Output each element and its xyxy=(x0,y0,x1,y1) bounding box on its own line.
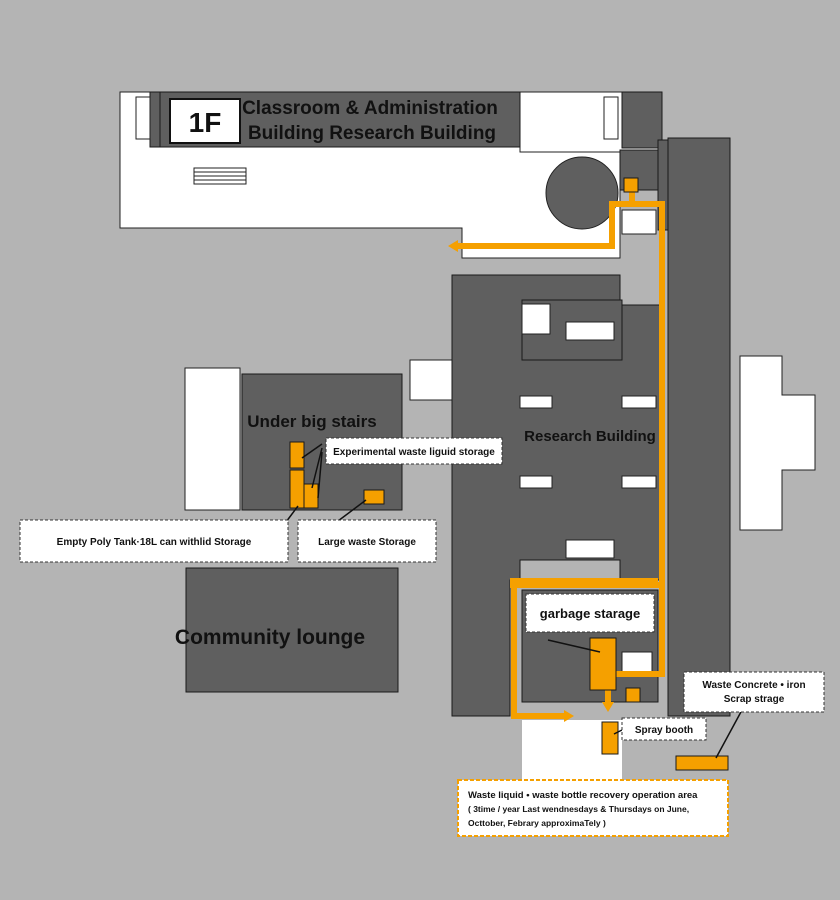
callout-recovery-line1: Waste liquid • waste bottle recovery ope… xyxy=(468,790,698,801)
callout-garbage-storage: garbage starage xyxy=(525,593,655,633)
building-title-line2: Building Research Building xyxy=(248,123,496,144)
community-lounge-label: Community lounge xyxy=(175,626,365,649)
callout-recovery-line3: Octtober, Febrary approximaTely ) xyxy=(468,818,606,828)
callout-waste-concrete-line1: Waste Concrete • iron xyxy=(702,680,805,691)
callout-garbage-storage-text: garbage starage xyxy=(540,606,640,621)
callout-empty-poly-tank: Empty Poly Tank·18L can withlid Storage xyxy=(19,519,289,563)
floor-badge xyxy=(169,98,241,144)
callout-recovery-area: Waste liquid • waste bottle recovery ope… xyxy=(457,779,729,837)
callout-large-waste-text: Large waste Storage xyxy=(318,537,416,548)
callout-waste-concrete: Waste Concrete • iron Scrap strage xyxy=(683,671,825,713)
research-building-label: Research Building xyxy=(524,428,656,445)
callout-large-waste: Large waste Storage xyxy=(297,519,437,563)
floor-badge-text: 1F xyxy=(189,107,222,138)
route-arrow-west xyxy=(448,240,458,252)
callout-empty-poly-tank-text: Empty Poly Tank·18L can withlid Storage xyxy=(57,537,252,548)
callout-spray-booth-text: Spray booth xyxy=(635,725,693,736)
leader-lines xyxy=(285,443,743,759)
building-title-line1: Classroom & Administration xyxy=(242,98,498,119)
callout-experimental-waste: Experimental waste liguid storage xyxy=(325,437,503,465)
callout-spray-booth: Spray booth xyxy=(621,717,707,741)
callout-experimental-waste-text: Experimental waste liguid storage xyxy=(333,447,495,458)
callout-waste-concrete-line2: Scrap strage xyxy=(724,694,785,705)
under-big-stairs-label: Under big stairs xyxy=(247,412,376,431)
stairs-and-rooms xyxy=(135,96,657,677)
route-arrow-east xyxy=(564,710,574,722)
callout-recovery-line2: ( 3time / year Last wendnesdays & Thursd… xyxy=(468,804,689,814)
route-arrow-south xyxy=(602,702,614,712)
